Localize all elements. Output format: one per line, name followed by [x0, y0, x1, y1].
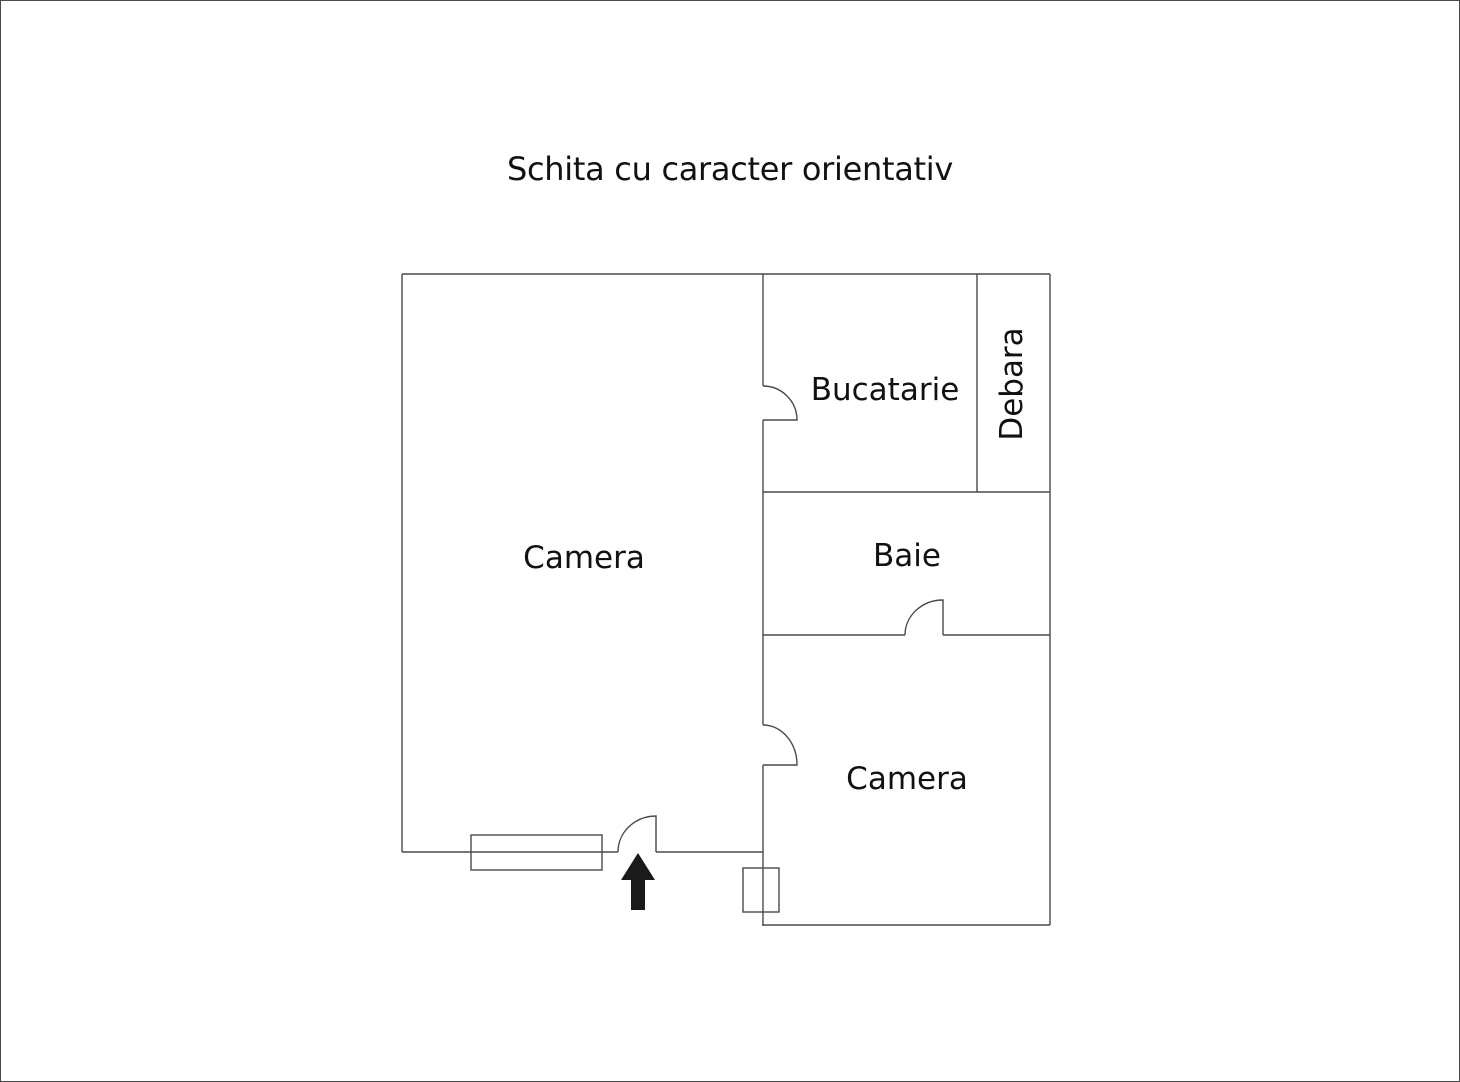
door-baie	[904, 599, 944, 636]
window-camera-2	[742, 867, 780, 913]
room-label-baie: Baie	[873, 538, 941, 574]
door-bucatarie	[762, 385, 798, 421]
room-label-camera-1: Camera	[523, 540, 645, 576]
door-camera-2	[762, 724, 798, 766]
plan-title: Schita cu caracter orientativ	[506, 150, 953, 188]
door-entrance	[617, 815, 657, 853]
room-label-debara: Debara	[994, 327, 1030, 441]
entrance-arrow-icon	[621, 853, 655, 910]
room-label-camera-2: Camera	[846, 761, 968, 797]
room-label-bucatarie: Bucatarie	[810, 372, 960, 408]
window-camera-1	[470, 834, 603, 871]
